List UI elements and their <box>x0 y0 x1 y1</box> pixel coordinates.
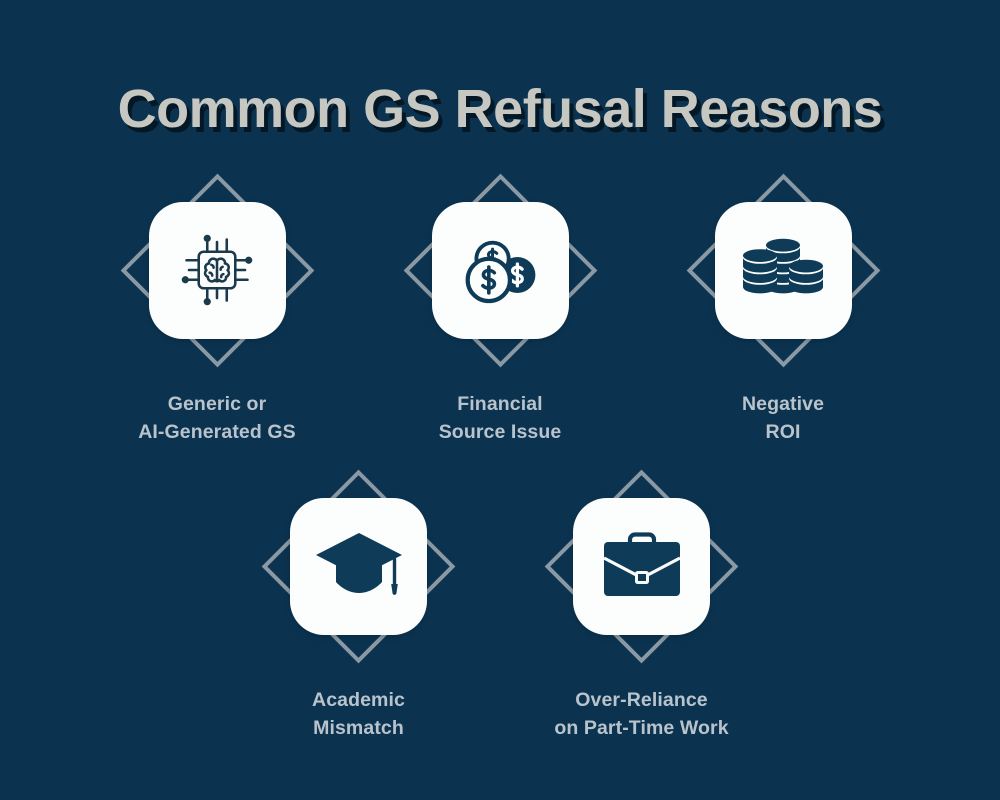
reason-label: Financial Source Issue <box>438 393 562 444</box>
icon-card <box>290 497 427 635</box>
reason-item-generic-ai-gs[interactable]: Generic or AI-Generated GS <box>76 170 359 447</box>
reasons-row-top: Generic or AI-Generated GS <box>0 170 1000 447</box>
reason-label: Generic or AI-Generated GS <box>138 393 296 444</box>
briefcase-icon <box>599 528 685 604</box>
badge-negative-roi <box>683 170 883 370</box>
reason-item-negative-roi[interactable]: Negative ROI <box>642 170 925 447</box>
graduation-cap-icon <box>314 527 404 605</box>
reason-label: Over-Reliance on Part-Time Work <box>554 689 729 740</box>
icon-card <box>148 201 286 339</box>
badge-generic-ai-gs <box>117 170 317 370</box>
reason-label: Negative ROI <box>741 393 825 444</box>
coin-stacks-icon <box>740 234 826 306</box>
reason-item-academic-mismatch[interactable]: Academic Mismatch <box>217 466 500 743</box>
icon-card <box>714 201 852 339</box>
icon-card <box>573 497 710 635</box>
badge-academic-mismatch <box>259 466 459 666</box>
reason-label: Academic Mismatch <box>312 689 405 740</box>
reason-item-over-reliance-part-time[interactable]: Over-Reliance on Part-Time Work <box>500 466 783 743</box>
badge-over-reliance-part-time <box>542 466 742 666</box>
dollar-coins-icon <box>459 231 541 309</box>
icon-card <box>431 201 569 339</box>
ai-chip-brain-icon <box>178 231 256 309</box>
reason-item-financial-source[interactable]: Financial Source Issue <box>359 170 642 447</box>
page-title: Common GS Refusal Reasons <box>117 79 883 139</box>
badge-financial-source <box>400 170 600 370</box>
reasons-row-bottom: Academic Mismatch <box>0 466 1000 743</box>
